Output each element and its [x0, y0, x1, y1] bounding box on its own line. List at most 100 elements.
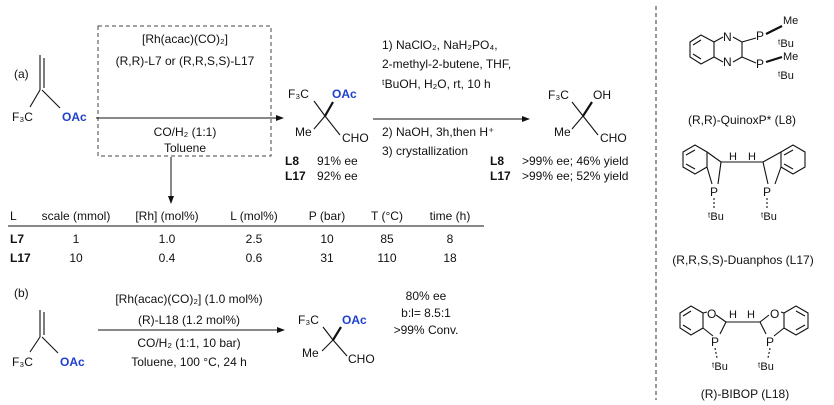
final-value-1: >99% ee; 46% yield — [522, 154, 628, 168]
table-row: L17 10 0.4 0.6 31 110 18 — [10, 251, 457, 265]
scheme-b: (b) F₃C OAc [Rh(acac)(CO)₂] (1.0 mol%) (… — [12, 286, 458, 369]
final-value-2: >99% ee; 52% yield — [522, 169, 628, 183]
cell-r2-c4: 0.6 — [246, 251, 263, 265]
cell-r1-c5: 10 — [320, 232, 334, 246]
result-b-3: >99% Conv. — [394, 323, 459, 337]
l8-tbu2: ᵗBu — [778, 70, 794, 82]
int-me: Me — [295, 125, 312, 139]
step-line-3: ᵗBuOH, H₂O, rt, 10 h — [382, 77, 491, 91]
l18-h1: H — [729, 309, 737, 321]
ligand-l8-structure: N N P P Me Me ᵗBu ᵗBu (R,R)-QuinoxP* (L8… — [688, 15, 798, 127]
cell-r2-c1: L17 — [10, 251, 31, 265]
prod-me: Me — [554, 125, 571, 139]
l18-tbu2: ᵗBu — [758, 361, 774, 373]
substrate-a: F₃C OAc — [12, 55, 87, 124]
step-line-2: 2-methyl-2-butene, THF, — [382, 57, 511, 71]
l18-tbu1: ᵗBu — [712, 361, 728, 373]
ligand-l17-structure: H H P P ᵗBu ᵗBu (R,R,S,S)-Duanphos (L17) — [672, 144, 814, 267]
cat-a-line-1: [Rh(acac)(CO)₂] — [142, 32, 228, 46]
prod-f3c: F₃C — [548, 88, 569, 102]
th-6: T (°C) — [371, 209, 403, 223]
cat-b-line-4: Toluene, 100 °C, 24 h — [131, 355, 247, 369]
l8-p2: P — [756, 57, 764, 71]
cell-r1-c2: 1 — [73, 232, 80, 246]
prod-oh: OH — [593, 88, 611, 102]
cat-b-line-2: (R)-L18 (1.2 mol%) — [138, 313, 240, 327]
cell-r1-c1: L7 — [10, 232, 24, 246]
table-row: L7 1 1.0 2.5 10 85 8 — [10, 232, 454, 246]
prod-b-f3c: F₃C — [298, 313, 319, 327]
l8-me2: Me — [783, 51, 798, 63]
ligand-l17-name: (R,R,S,S)-Duanphos (L17) — [672, 253, 813, 267]
th-3: [Rh] (mol%) — [135, 209, 198, 223]
l17-h2: H — [748, 151, 756, 163]
l8-tbu1: ᵗBu — [778, 38, 794, 50]
th-4: L (mol%) — [230, 209, 278, 223]
product-acid: F₃C OH Me CHO — [548, 88, 627, 145]
l8-n2: N — [723, 55, 732, 69]
cat-a-line-4: Toluene — [164, 141, 206, 155]
ligand-l18-structure: O O H H P P ᵗBu ᵗBu (R)-BIBOP (L18) — [679, 305, 809, 401]
th-7: time (h) — [430, 209, 471, 223]
ee-value-2: 92% ee — [317, 169, 358, 183]
substrate-a-oac: OAc — [62, 110, 87, 124]
l8-me1: Me — [783, 15, 798, 27]
l18-p2: P — [766, 335, 774, 349]
prod-b-me: Me — [302, 346, 319, 360]
l17-p2: P — [763, 185, 771, 199]
th-5: P (bar) — [309, 209, 345, 223]
substrate-b: F₃C OAc — [12, 310, 85, 369]
cell-r2-c3: 0.4 — [159, 251, 176, 265]
step-line-5: 3) crystallization — [382, 144, 468, 158]
th-2: scale (mmol) — [42, 209, 111, 223]
cat-b-line-1: [Rh(acac)(CO)₂] (1.0 mol%) — [115, 292, 262, 306]
result-b-2: b:l= 8.5:1 — [401, 306, 451, 320]
ee-value-1: 91% ee — [317, 154, 358, 168]
intermediate-aldehyde: F₃C OAc Me CHO — [288, 87, 369, 145]
l18-o2: O — [770, 307, 779, 321]
arrow-a1-head — [276, 115, 284, 121]
cat-b-line-3: CO/H₂ (1:1, 10 bar) — [137, 336, 240, 350]
step-line-1: 1) NaClO₂, NaH₂PO₄, — [382, 38, 498, 52]
substrate-a-f3c: F₃C — [12, 110, 33, 124]
l18-o1: O — [707, 307, 716, 321]
substrate-b-oac: OAc — [60, 355, 85, 369]
conditions-table: L scale (mmol) [Rh] (mol%) L (mol%) P (b… — [8, 209, 484, 265]
arrow-a2-head — [522, 116, 530, 122]
cell-r1-c4: 2.5 — [246, 232, 263, 246]
ee-ligand-1: L8 — [285, 154, 299, 168]
substrate-b-f3c: F₃C — [12, 355, 33, 369]
cell-r2-c7: 18 — [443, 251, 457, 265]
cat-a-line-2: (R,R)-L7 or (R,R,S,S)-L17 — [116, 54, 255, 68]
cell-r2-c2: 10 — [69, 251, 83, 265]
ligand-l18-name: (R)-BIBOP (L18) — [701, 387, 789, 401]
scheme-a-label: (a) — [14, 67, 29, 81]
step-line-4: 2) NaOH, 3h,then H⁺ — [382, 125, 494, 139]
prod-cho: CHO — [600, 131, 627, 145]
l18-h2: H — [747, 309, 755, 321]
l17-tbu2: ᵗBu — [761, 211, 777, 223]
result-b-1: 80% ee — [406, 289, 447, 303]
scheme-a: (a) F₃C OAc [Rh(acac)(CO)₂] (R,R)-L7 or … — [12, 25, 628, 204]
l17-p1: P — [710, 185, 718, 199]
prod-b-cho: CHO — [348, 352, 375, 366]
ee-ligand-2: L17 — [285, 169, 306, 183]
cell-r1-c7: 8 — [447, 232, 454, 246]
final-ligand-1: L8 — [490, 154, 504, 168]
arrow-down-head — [168, 196, 174, 204]
cat-a-line-3: CO/H₂ (1:1) — [154, 125, 217, 139]
int-cho: CHO — [342, 131, 369, 145]
scheme-b-label: (b) — [14, 286, 29, 300]
cell-r1-c6: 85 — [380, 232, 394, 246]
l8-n1: N — [723, 30, 732, 44]
l8-p1: P — [756, 29, 764, 43]
int-f3c: F₃C — [288, 87, 309, 101]
cell-r1-c3: 1.0 — [159, 232, 176, 246]
int-oac: OAc — [332, 87, 357, 101]
final-ligand-2: L17 — [490, 169, 511, 183]
catalyst-box — [97, 25, 272, 157]
l17-h1: H — [729, 151, 737, 163]
cell-r2-c5: 31 — [320, 251, 334, 265]
cell-r2-c6: 110 — [377, 251, 396, 265]
